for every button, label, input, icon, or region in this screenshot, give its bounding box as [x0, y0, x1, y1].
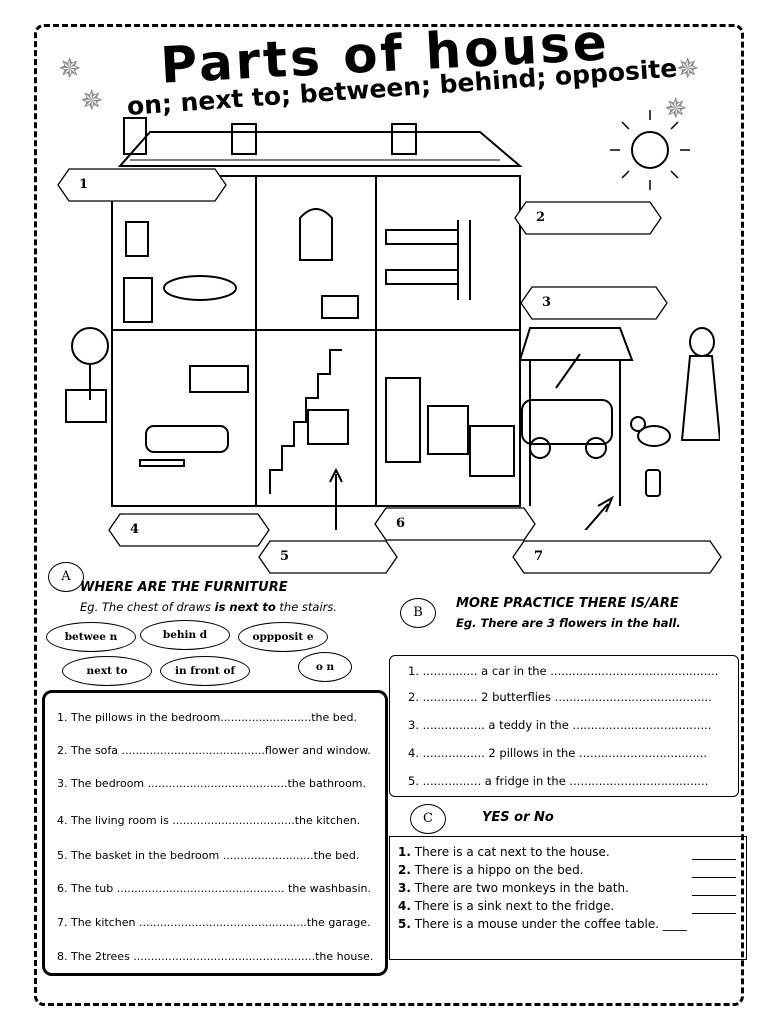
section-a-heading: WHERE ARE THE FURNITURE: [80, 580, 288, 595]
exercise-b-item-4: 4. ................. 2 pillows in the ..…: [408, 746, 707, 760]
house-label-5[interactable]: 5: [258, 540, 398, 574]
section-a-example: Eg. The chest of draws is next to the st…: [80, 600, 338, 614]
page-border: [34, 24, 744, 1006]
exercise-a-item-6: 6. The tub .............................…: [57, 882, 372, 895]
house-label-2[interactable]: 2: [514, 201, 662, 235]
star-decoration-icon: ✵: [58, 52, 82, 85]
exercise-c-item-4: 4. There is a sink next to the fridge.: [398, 899, 615, 913]
exercise-b-item-5: 5. ................ a fridge in the ....…: [408, 774, 709, 788]
exercise-c-item-1: 1. There is a cat next to the house.: [398, 845, 610, 859]
exercise-a-item-2: 2. The sofa ............................…: [57, 744, 371, 757]
exercise-a-item-5: 5. The basket in the bedroom ...........…: [57, 849, 360, 862]
exercise-b-item-3: 3. ................. a teddy in the ....…: [408, 718, 712, 732]
section-c-badge: C: [410, 804, 446, 834]
answer-blank-3[interactable]: [692, 895, 736, 896]
section-b-badge: B: [400, 598, 436, 628]
exercise-a-item-1: 1. The pillows in the bedroom...........…: [57, 711, 358, 724]
house-illustration: [65, 110, 720, 530]
word-cloud-between: betwee n: [46, 622, 136, 652]
section-c-heading: YES or No: [482, 810, 554, 825]
answer-blank-1[interactable]: [692, 859, 736, 860]
house-label-7[interactable]: 7: [512, 540, 722, 574]
exercise-b-item-2: 2. ............... 2 butterflies .......…: [408, 690, 712, 704]
word-cloud-in-front-of: in front of: [160, 656, 250, 686]
exercise-b-item-1: 1. ............... a car in the ........…: [408, 664, 719, 678]
house-label-4[interactable]: 4: [108, 513, 270, 547]
word-cloud-opposite: oppposit e: [238, 622, 328, 652]
house-label-1[interactable]: 1: [57, 168, 227, 202]
exercise-a-item-3: 3. The bedroom .........................…: [57, 777, 367, 790]
house-label-6[interactable]: 6: [374, 507, 536, 541]
section-b-example: Eg. There are 3 flowers in the hall.: [456, 616, 681, 630]
section-b-exercise-box: 1. ............... a car in the ........…: [389, 655, 739, 797]
exercise-a-item-4: 4. The living room is ..................…: [57, 814, 361, 827]
exercise-c-item-5: 5. There is a mouse under the coffee tab…: [398, 917, 687, 931]
exercise-a-item-7: 7. The kitchen .........................…: [57, 916, 371, 929]
star-decoration-icon: ✵: [676, 52, 700, 85]
section-c-exercise-box: 1. There is a cat next to the house. 2. …: [389, 836, 747, 960]
section-b-heading: MORE PRACTICE THERE IS/ARE: [456, 596, 679, 611]
section-a-badge: A: [48, 562, 84, 592]
exercise-a-item-8: 8. The 2trees ..........................…: [57, 950, 374, 963]
answer-blank-2[interactable]: [692, 877, 736, 878]
section-a-exercise-box: 1. The pillows in the bedroom...........…: [42, 690, 388, 976]
exercise-c-item-2: 2. There is a hippo on the bed.: [398, 863, 584, 877]
star-decoration-icon: ✵: [664, 92, 688, 125]
star-decoration-icon: ✵: [80, 84, 104, 117]
house-label-3[interactable]: 3: [520, 286, 668, 320]
answer-blank-4[interactable]: [692, 913, 736, 914]
word-cloud-on: o n: [298, 652, 352, 682]
word-cloud-behind: behin d: [140, 620, 230, 650]
exercise-c-item-3: 3. There are two monkeys in the bath.: [398, 881, 629, 895]
word-cloud-next-to: next to: [62, 656, 152, 686]
